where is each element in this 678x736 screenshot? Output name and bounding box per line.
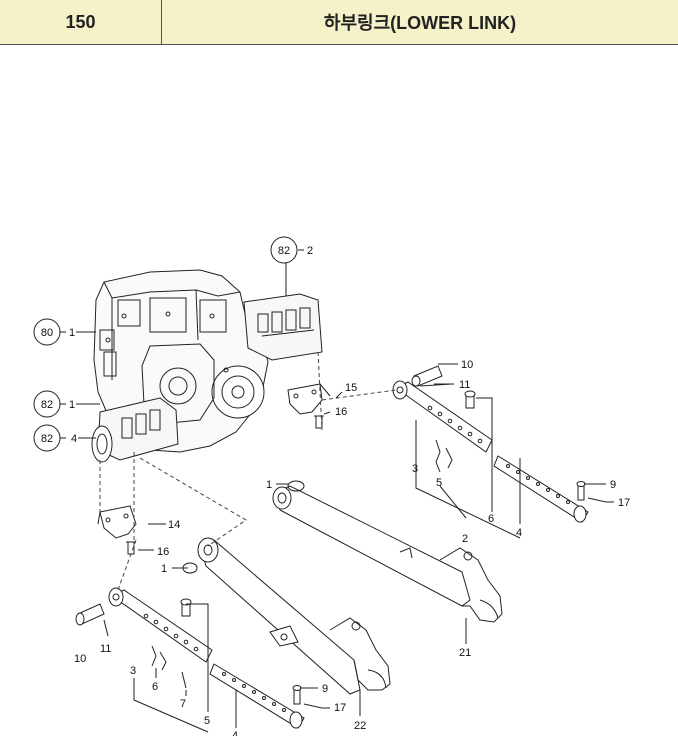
part-label-3: 3 xyxy=(412,463,418,475)
lower-link-22 xyxy=(197,537,391,695)
part-label-1: 1 xyxy=(161,563,167,575)
callout-ref: 80 xyxy=(41,327,53,339)
pin-9a-left xyxy=(180,598,192,617)
pin-11b xyxy=(103,619,109,637)
callout-part: 1 xyxy=(69,399,75,411)
pin-9b-right xyxy=(576,481,586,501)
pin-9a-right xyxy=(464,390,476,409)
axle-housing-right xyxy=(243,293,323,361)
bolt-16a xyxy=(314,415,324,429)
part-label-2: 2 xyxy=(462,533,468,545)
callout-80-1: 80 1 xyxy=(33,318,75,346)
chain-6b xyxy=(151,645,167,671)
callout-82-1: 82 1 xyxy=(33,390,75,418)
part-label-15: 15 xyxy=(345,382,357,394)
callout-82-2: 82 2 xyxy=(270,236,313,264)
part-label-22: 22 xyxy=(354,720,366,732)
part-label-16: 16 xyxy=(335,406,347,418)
part-label-7: 7 xyxy=(180,698,186,710)
callout-82-4: 82 4 xyxy=(33,424,77,452)
part-label-9: 9 xyxy=(322,683,328,695)
chain-5a xyxy=(435,439,453,473)
part-label-5: 5 xyxy=(436,477,442,489)
pin-17a xyxy=(587,497,607,503)
part-label-5: 5 xyxy=(204,715,210,727)
axle-housing-left xyxy=(91,397,179,463)
leader-lines xyxy=(60,249,614,733)
pin-10a xyxy=(411,365,443,387)
part-label-10: 10 xyxy=(461,359,473,371)
callout-ref: 82 xyxy=(41,399,53,411)
bracket-14 xyxy=(97,505,137,539)
bracket-15 xyxy=(287,383,331,415)
part-label-1: 1 xyxy=(266,479,272,491)
callout-ref: 82 xyxy=(41,433,53,445)
part-label-11: 11 xyxy=(100,643,111,655)
section-number: 150 xyxy=(0,0,162,44)
pin-10b xyxy=(75,603,105,626)
callout-ref: 82 xyxy=(278,245,290,257)
part-label-11: 11 xyxy=(459,379,470,391)
part-label-3: 3 xyxy=(130,665,136,677)
part-label-17: 17 xyxy=(334,702,346,714)
part-label-21: 21 xyxy=(459,647,471,659)
clip-1a xyxy=(287,480,305,492)
callout-part: 4 xyxy=(71,433,77,445)
part-label-16: 16 xyxy=(157,546,169,558)
pin-7 xyxy=(181,671,187,689)
pin-17b xyxy=(303,703,323,709)
part-label-4: 4 xyxy=(232,730,238,736)
section-title: 하부링크(LOWER LINK) xyxy=(323,13,517,33)
part-label-6: 6 xyxy=(488,513,494,525)
page-header: 150 하부링크(LOWER LINK) xyxy=(0,0,678,45)
alignment-lines xyxy=(99,351,397,591)
part-label-9: 9 xyxy=(610,479,616,491)
part-label-14: 14 xyxy=(168,519,180,531)
part-label-10: 10 xyxy=(74,653,86,665)
lower-link-21 xyxy=(272,485,503,623)
pin-9b-left xyxy=(292,685,302,705)
callout-part: 1 xyxy=(69,327,75,339)
part-labels: 10 11 15 16 3 5 1 9 17 6 14 2 4 16 1 21 … xyxy=(74,359,630,736)
part-label-4: 4 xyxy=(516,527,522,539)
part-label-17: 17 xyxy=(618,497,630,509)
check-link-right xyxy=(392,380,589,523)
check-link-left xyxy=(108,587,305,729)
callout-part: 2 xyxy=(307,245,313,257)
part-label-6: 6 xyxy=(152,681,158,693)
